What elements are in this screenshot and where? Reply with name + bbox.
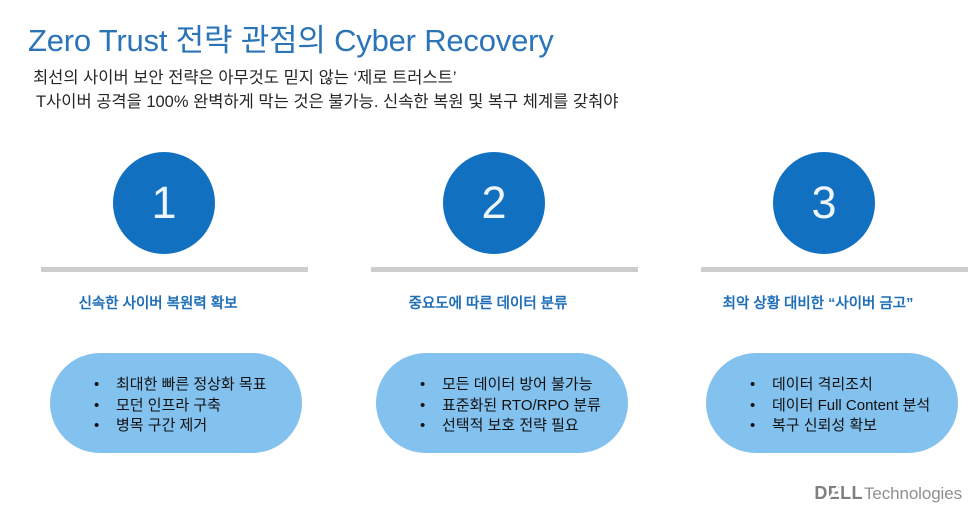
bullet-list-2: • 모든 데이터 방어 불가능 • 표준화된 RTO/RPO 분류 • 선택적 …	[376, 353, 628, 437]
column-heading-3: 최악 상황 대비한 “사이버 금고”	[722, 296, 914, 312]
bullet-text: 최대한 빠른 정상화 목표	[116, 376, 267, 393]
bullet-callout-3: • 데이터 격리조치 • 데이터 Full Content 분석 • 복구 신뢰…	[706, 353, 958, 453]
list-item: • 데이터 격리조치	[706, 375, 958, 396]
bullet-text: 데이터 Full Content 분석	[772, 396, 931, 414]
list-item: • 모던 인프라 구축	[50, 396, 302, 417]
bullet-text: 데이터 격리조치	[772, 376, 873, 393]
step-number-badge-3: 3	[773, 152, 875, 254]
pillar-column-1: 1 신속한 사이버 복원력 확보 • 최대한 빠른 정상화 목표 • 모던 인프…	[8, 148, 308, 468]
column-heading-2: 중요도에 따른 데이터 분류	[408, 296, 568, 312]
step-number-badge-2: 2	[443, 152, 545, 254]
column-divider-1	[41, 267, 308, 272]
bullet-text: 모던 인프라 구축	[116, 396, 221, 414]
bullet-marker-icon: •	[420, 417, 426, 434]
dell-technologies-logo: DELL Technologies	[814, 483, 962, 504]
list-item: • 표준화된 RTO/RPO 분류	[376, 396, 628, 417]
bullet-marker-icon: •	[94, 396, 100, 414]
step-number-badge-1: 1	[113, 152, 215, 254]
list-item: • 선택적 보호 전략 필요	[376, 416, 628, 437]
bullet-text: 병목 구간 제거	[116, 417, 208, 434]
list-item: • 병목 구간 제거	[50, 416, 302, 437]
column-divider-3	[701, 267, 968, 272]
bullet-marker-icon: •	[94, 376, 100, 393]
column-divider-2	[371, 267, 638, 272]
bullet-list-1: • 최대한 빠른 정상화 목표 • 모던 인프라 구축 • 병목 구간 제거	[50, 353, 302, 437]
bullet-text: 선택적 보호 전략 필요	[442, 417, 579, 434]
list-item: • 최대한 빠른 정상화 목표	[50, 375, 302, 396]
slide-subtitle: 최선의 사이버 보안 전략은 아무것도 믿지 않는 ‘제로 트러스트’ T사이버…	[33, 66, 618, 114]
list-item: • 모든 데이터 방어 불가능	[376, 375, 628, 396]
bullet-text: 복구 신뢰성 확보	[772, 417, 877, 434]
page-title: Zero Trust 전략 관점의 Cyber Recovery	[28, 23, 554, 58]
bullet-marker-icon: •	[420, 396, 426, 414]
bullet-marker-icon: •	[420, 376, 426, 393]
dell-wordmark: DELL	[814, 483, 863, 504]
list-item: • 데이터 Full Content 분석	[706, 396, 958, 417]
dell-wordmark-text: DELL	[814, 483, 863, 503]
bullet-callout-1: • 최대한 빠른 정상화 목표 • 모던 인프라 구축 • 병목 구간 제거	[50, 353, 302, 453]
list-item: • 복구 신뢰성 확보	[706, 416, 958, 437]
bullet-marker-icon: •	[750, 376, 756, 393]
pillar-column-3: 3 최악 상황 대비한 “사이버 금고” • 데이터 격리조치 • 데이터 Fu…	[668, 148, 968, 468]
subtitle-line-1: 최선의 사이버 보안 전략은 아무것도 믿지 않는 ‘제로 트러스트’	[33, 69, 457, 87]
bullet-list-3: • 데이터 격리조치 • 데이터 Full Content 분석 • 복구 신뢰…	[706, 353, 958, 437]
bullet-text: 모든 데이터 방어 불가능	[442, 376, 593, 393]
dell-logo-suffix: Technologies	[863, 483, 962, 503]
pillar-column-2: 2 중요도에 따른 데이터 분류 • 모든 데이터 방어 불가능 • 표준화된 …	[338, 148, 638, 468]
column-heading-1: 신속한 사이버 복원력 확보	[78, 296, 238, 312]
bullet-callout-2: • 모든 데이터 방어 불가능 • 표준화된 RTO/RPO 분류 • 선택적 …	[376, 353, 628, 453]
bullet-marker-icon: •	[94, 417, 100, 434]
bullet-text: 표준화된 RTO/RPO 분류	[442, 396, 601, 414]
bullet-marker-icon: •	[750, 417, 756, 434]
bullet-marker-icon: •	[750, 396, 756, 414]
subtitle-line-2: T사이버 공격을 100% 완벽하게 막는 것은 불가능. 신속한 복원 및 복…	[36, 93, 619, 111]
